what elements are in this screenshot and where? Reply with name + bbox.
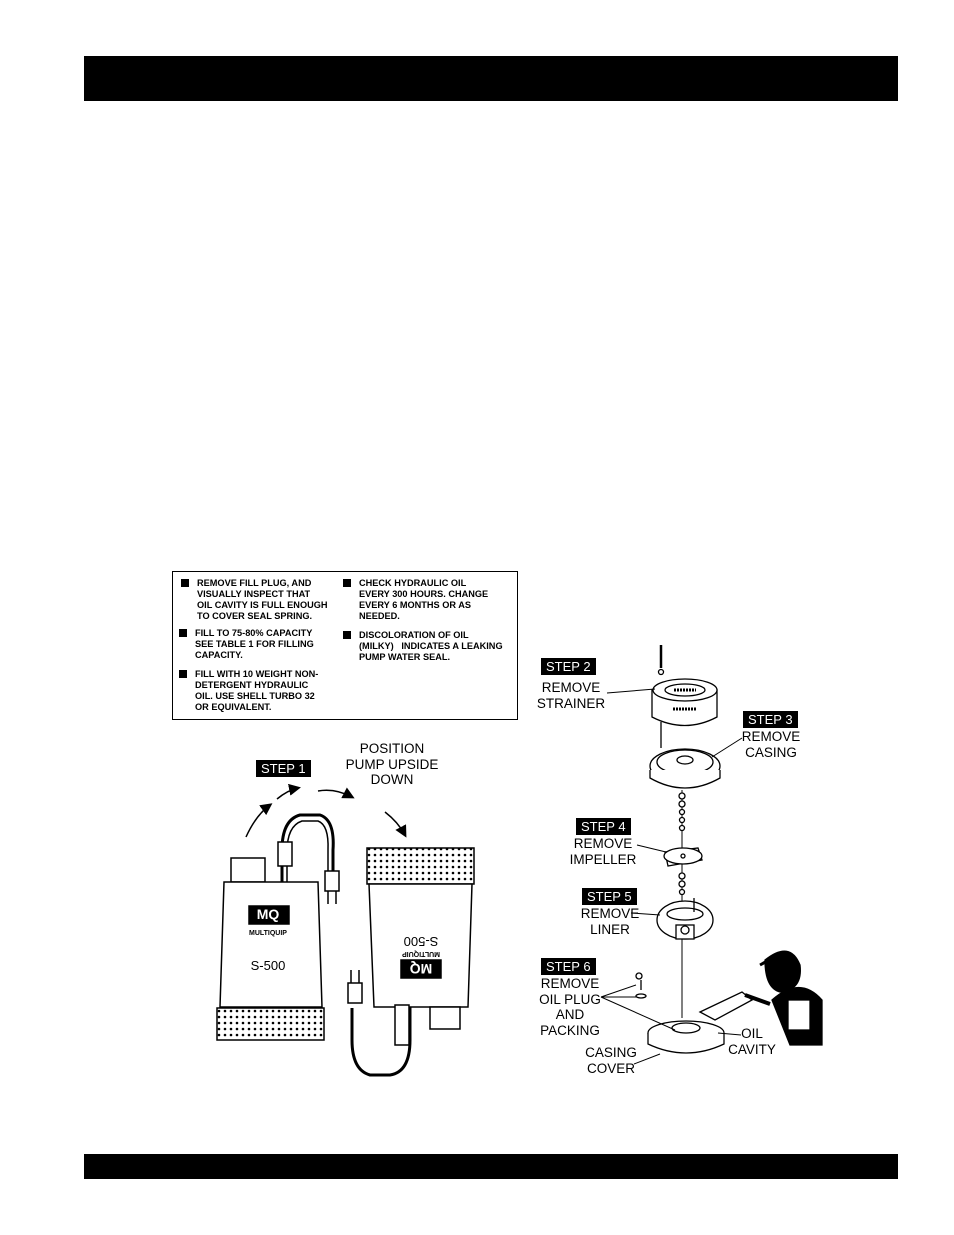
pump-upright: [216, 813, 340, 1041]
bullet-square-icon: [181, 579, 189, 587]
step1-label: POSITION PUMP UPSIDE DOWN: [345, 741, 439, 787]
brand-label-inverted: MULTIQUIP: [402, 950, 440, 957]
note-item: FILL TO 75-80% CAPACITY SEE TABLE 1 FOR …: [179, 628, 314, 661]
footer-bar: [84, 1154, 898, 1179]
model-label: S-500: [251, 958, 286, 973]
step2-badge: STEP 2: [541, 658, 596, 675]
oil-notes-box: REMOVE FILL PLUG, AND VISUALLY INSPECT T…: [172, 571, 518, 720]
step3-badge: STEP 3: [743, 711, 798, 728]
step3-label: REMOVE CASING: [741, 729, 801, 760]
step6-badge: STEP 6: [541, 958, 596, 975]
note-item: REMOVE FILL PLUG, AND VISUALLY INSPECT T…: [181, 578, 328, 622]
callout-lines: [600, 688, 743, 1065]
note-text: DISCOLORATION OF OIL (MILKY) INDICATES A…: [359, 630, 503, 662]
mq-logo-inverted: MQ: [410, 961, 433, 977]
bullet-square-icon: [343, 631, 351, 639]
exploded-assembly: [635, 645, 823, 1054]
model-label-inverted: S-500: [404, 934, 439, 949]
note-text: REMOVE FILL PLUG, AND VISUALLY INSPECT T…: [197, 578, 328, 621]
rotation-arrows: [245, 783, 407, 838]
step4-label: REMOVE IMPELLER: [569, 836, 637, 867]
note-text: CHECK HYDRAULIC OIL EVERY 300 HOURS. CHA…: [359, 578, 489, 621]
step1-badge: STEP 1: [256, 760, 311, 777]
note-item: DISCOLORATION OF OIL (MILKY) INDICATES A…: [343, 630, 503, 663]
step5-badge: STEP 5: [582, 888, 637, 905]
note-item: FILL WITH 10 WEIGHT NON- DETERGENT HYDRA…: [179, 669, 319, 713]
brand-label: MULTIQUIP: [249, 930, 287, 937]
header-bar: [84, 56, 898, 101]
step5-label: REMOVE LINER: [580, 906, 640, 937]
mq-logo: MQ: [257, 906, 280, 922]
note-item: CHECK HYDRAULIC OIL EVERY 300 HOURS. CHA…: [343, 578, 489, 622]
note-text: FILL TO 75-80% CAPACITY SEE TABLE 1 FOR …: [195, 628, 314, 660]
casing-cover-label: CASING COVER: [585, 1045, 637, 1076]
step4-badge: STEP 4: [576, 818, 631, 835]
step6-label: REMOVE OIL PLUG AND PACKING: [539, 976, 601, 1038]
bullet-square-icon: [179, 670, 187, 678]
oil-cavity-label: OIL CAVITY: [728, 1026, 776, 1057]
bullet-square-icon: [343, 579, 351, 587]
step2-label: REMOVE STRAINER: [536, 680, 606, 711]
bullet-square-icon: [179, 629, 187, 637]
pump-inverted: [347, 847, 475, 1077]
note-text: FILL WITH 10 WEIGHT NON- DETERGENT HYDRA…: [195, 669, 319, 712]
